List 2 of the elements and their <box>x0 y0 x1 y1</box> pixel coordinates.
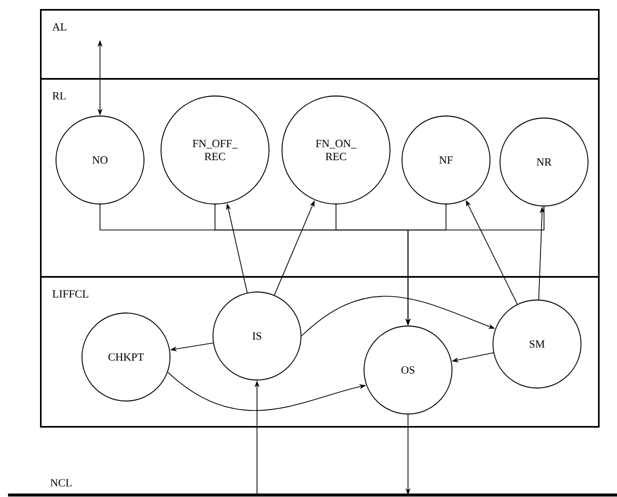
layer-band: NCL <box>8 479 617 496</box>
layer-band: AL <box>40 9 600 80</box>
